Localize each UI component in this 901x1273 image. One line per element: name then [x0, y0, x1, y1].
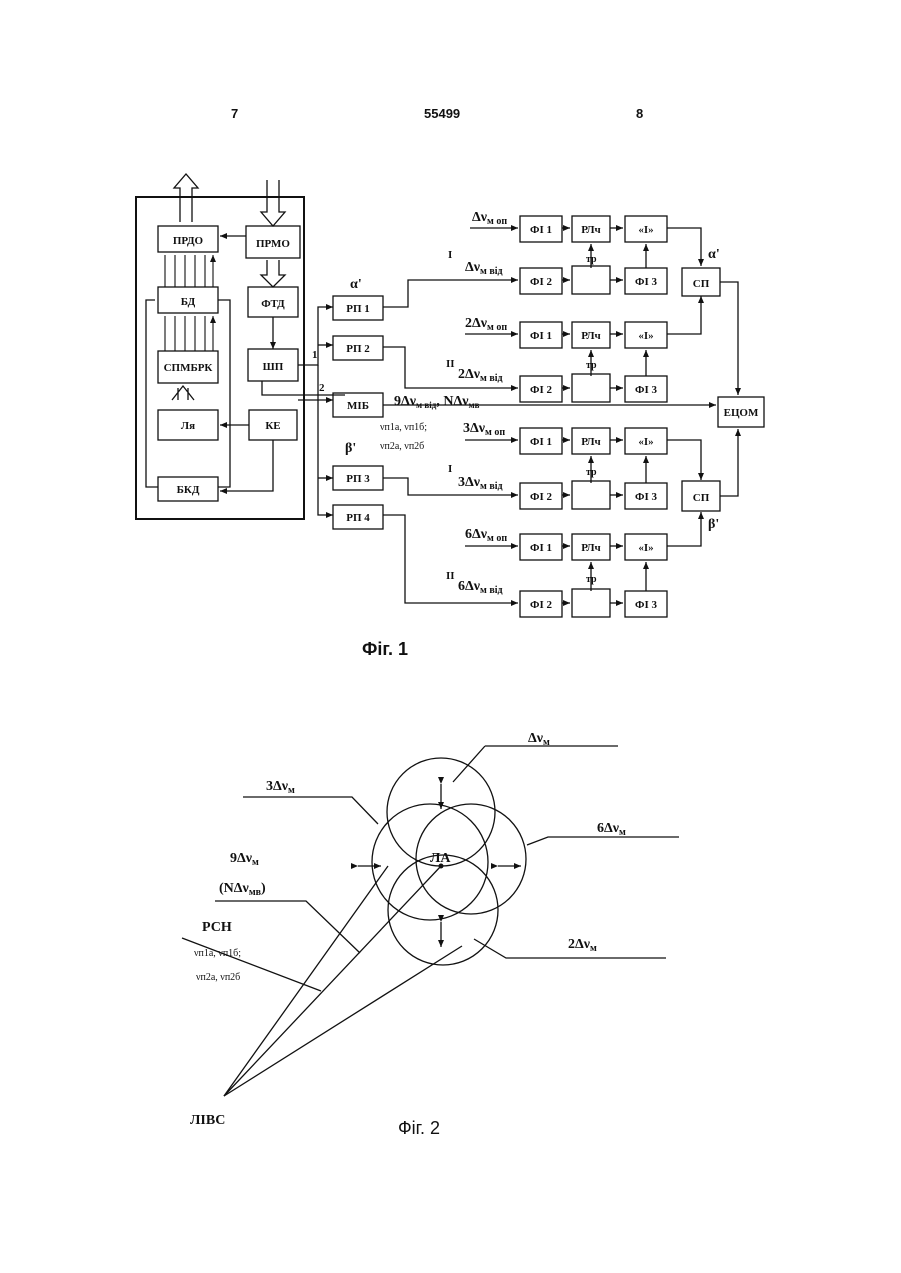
label-ecom: ЕЦОМ: [724, 407, 759, 419]
label-d2-op: 2Δνм оп: [465, 316, 507, 333]
label-d6-vid: 6Δνм від: [458, 579, 503, 596]
label-ke: КЕ: [265, 420, 280, 432]
label-sp: СП: [693, 278, 710, 290]
label-int: «І»: [638, 436, 653, 448]
label-rp1: РП 1: [346, 303, 370, 315]
label-9dv: 9Δνм: [230, 851, 259, 868]
label-la: ЛА: [430, 851, 451, 866]
label-d2-vid: 2Δνм від: [458, 367, 503, 384]
label-2dv: 2Δνм: [568, 937, 597, 954]
label-beta: β': [345, 441, 356, 456]
label-rlch: РЛч: [581, 436, 600, 448]
label-num-2: 2: [319, 382, 325, 394]
label-dv: Δνм: [528, 731, 550, 748]
fig2-diagram: [182, 746, 679, 1096]
prmo-ftd-arrow: [261, 260, 285, 287]
label-alpha-out: α': [708, 247, 720, 262]
label-fi3: ФІ 3: [635, 276, 657, 288]
input-arrow: [261, 180, 285, 226]
label-livs: ЛІВС: [190, 1113, 225, 1128]
label-fi2: ФІ 2: [530, 491, 552, 503]
label-spmbrk: СПМБРК: [164, 362, 213, 374]
label-fi2: ФІ 2: [530, 599, 552, 611]
label-fi3: ФІ 3: [635, 384, 657, 396]
label-mib-signal: 9Δνм від, NΔνмв: [394, 394, 480, 410]
label-roman-4: II: [446, 570, 455, 582]
label-rsn: РСН: [202, 920, 232, 935]
label-rp3: РП 3: [346, 473, 370, 485]
label-rp2: РП 2: [346, 343, 370, 355]
label-roman-2: II: [446, 358, 455, 370]
label-tr: тр: [586, 254, 597, 265]
label-lya: Ля: [181, 420, 195, 432]
label-bd: БД: [181, 296, 196, 308]
lya-spmbrk-arrow: [172, 386, 194, 400]
label-nu-line2: νп2а, νп2б: [380, 441, 424, 452]
label-rlch: РЛч: [581, 224, 600, 236]
label-prdo: ПРДО: [173, 235, 204, 247]
label-int: «І»: [638, 224, 653, 236]
group-2: [465, 296, 701, 402]
label-rlch: РЛч: [581, 330, 600, 342]
label-d1-op: Δνм оп: [472, 210, 507, 227]
label-d3-op: 3Δνм оп: [463, 421, 505, 438]
label-rlch: РЛч: [581, 542, 600, 554]
label-bkd: БКД: [177, 484, 200, 496]
label-mib: МІБ: [347, 400, 369, 412]
label-prmo: ПРМО: [256, 238, 290, 250]
label-fi1: ФІ 1: [530, 224, 552, 236]
label-nu-line1: νп1а, νп1б;: [380, 422, 427, 433]
label-d6-op: 6Δνм оп: [465, 527, 507, 544]
label-tr: тр: [586, 360, 597, 371]
label-rp4: РП 4: [346, 512, 370, 524]
label-fi1: ФІ 1: [530, 330, 552, 342]
label-roman-3: I: [448, 463, 452, 475]
label-ftd: ФТД: [261, 298, 285, 310]
label-num-1: 1: [312, 349, 318, 361]
label-int: «І»: [638, 330, 653, 342]
label-tr: тр: [586, 574, 597, 585]
label-fi3: ФІ 3: [635, 599, 657, 611]
label-sp: СП: [693, 492, 710, 504]
label-tr: тр: [586, 467, 597, 478]
label-ndv: (NΔνмв): [219, 881, 266, 898]
label-roman-1: I: [448, 249, 452, 261]
circle-bottom: [388, 855, 498, 965]
label-nu2: νп2а, νп2б: [196, 972, 240, 983]
label-3dv: 3Δνм: [266, 779, 295, 796]
fig2-caption: Фіг. 2: [398, 1118, 440, 1138]
fig1-caption: Фіг. 1: [362, 639, 408, 659]
label-6dv: 6Δνм: [597, 821, 626, 838]
label-nu1: νп1а, νп1б;: [194, 948, 241, 959]
label-fi2: ФІ 2: [530, 276, 552, 288]
label-d3-vid: 3Δνм від: [458, 475, 503, 492]
label-fi1: ФІ 1: [530, 436, 552, 448]
label-int: «І»: [638, 542, 653, 554]
label-shp: ШП: [263, 361, 284, 373]
label-d1-vid: Δνм від: [465, 260, 503, 277]
label-fi2: ФІ 2: [530, 384, 552, 396]
label-alpha: α': [350, 277, 362, 292]
label-fi1: ФІ 1: [530, 542, 552, 554]
label-fi3: ФІ 3: [635, 491, 657, 503]
circle-top: [387, 758, 495, 866]
group-4: [465, 512, 701, 617]
label-beta-out: β': [708, 517, 719, 532]
